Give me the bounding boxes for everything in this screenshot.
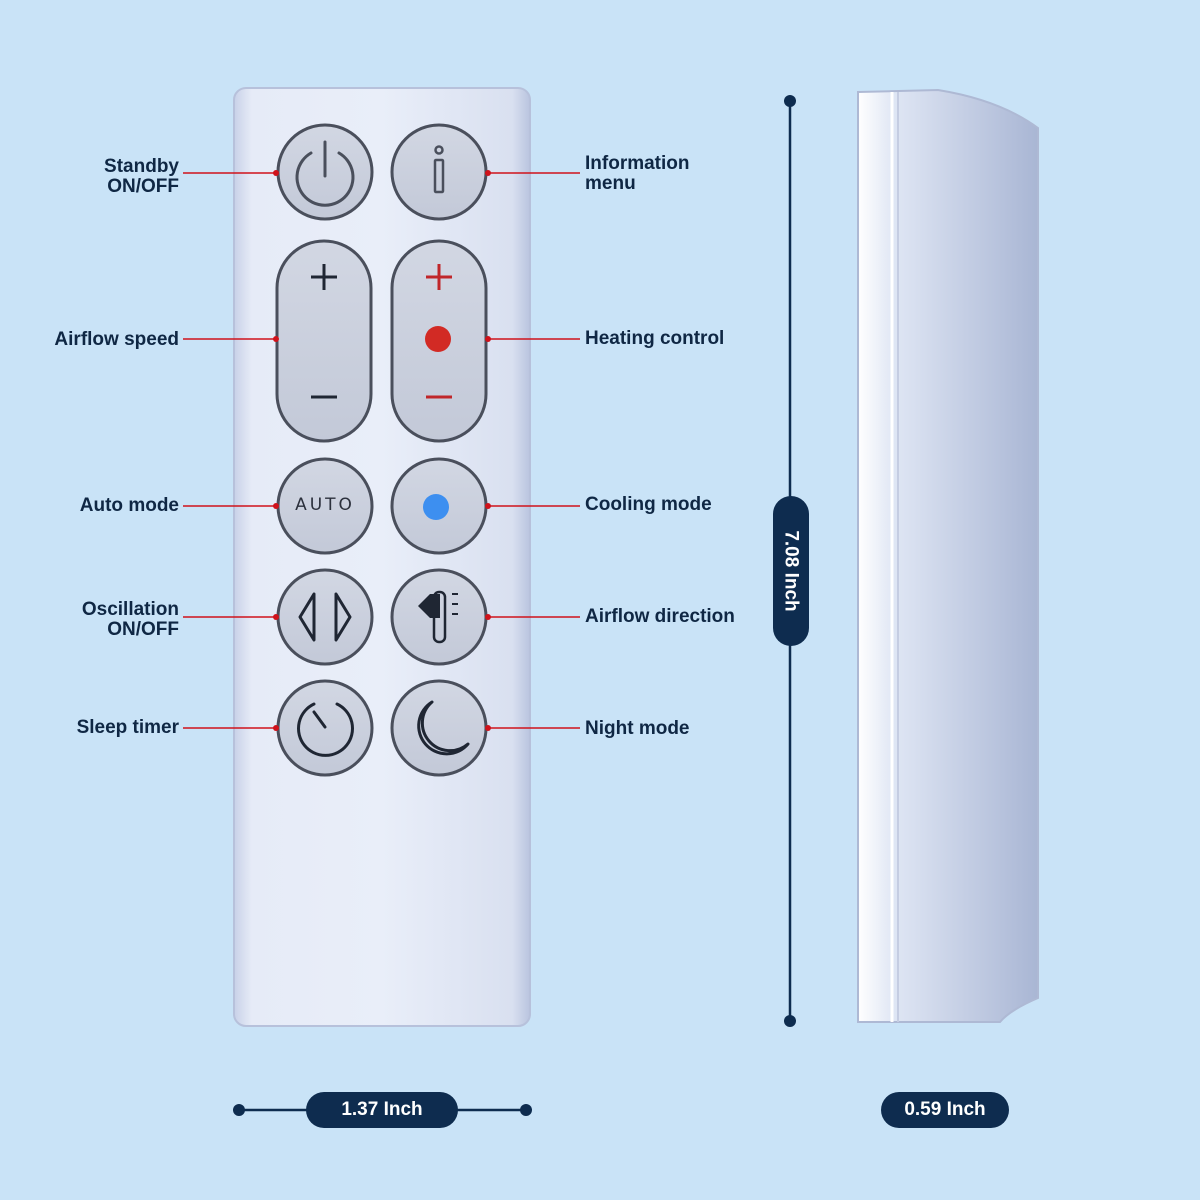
oscillation-button[interactable] <box>276 568 374 666</box>
depth-dimension-badge: 0.59 Inch <box>881 1092 1009 1128</box>
timer-icon <box>297 702 354 757</box>
label-airflow-speed: Airflow speed <box>54 329 179 350</box>
remote-front <box>233 87 531 1027</box>
label-night-mode: Night mode <box>585 718 690 739</box>
callout-lines <box>183 172 580 729</box>
auto-button-text: AUTO <box>295 495 355 515</box>
label-airflow-direction: Airflow direction <box>585 606 735 627</box>
heat-dot-icon <box>425 326 451 352</box>
cool-dot-icon <box>423 494 449 520</box>
plus-icon <box>311 264 337 290</box>
height-dimension-badge: 7.08 Inch <box>773 496 809 646</box>
info-button[interactable] <box>390 123 488 221</box>
night-mode-button[interactable] <box>390 679 488 777</box>
moon-icon <box>417 700 470 756</box>
heat-plus-icon <box>426 264 452 290</box>
label-sleep-timer: Sleep timer <box>76 717 179 738</box>
oscillation-icon <box>298 592 352 642</box>
label-oscillation: Oscillation ON/OFF <box>81 599 179 640</box>
width-dimension-badge: 1.37 Inch <box>306 1092 458 1128</box>
label-cooling-mode: Cooling mode <box>585 494 712 515</box>
label-standby: Standby ON/OFF <box>104 156 179 197</box>
label-auto-mode: Auto mode <box>79 495 179 516</box>
remote-side <box>857 88 1039 1023</box>
callout-dots <box>273 170 491 731</box>
power-icon <box>295 140 355 207</box>
info-icon <box>433 145 445 194</box>
label-information-menu: Information menu <box>585 153 690 194</box>
airflow-direction-icon <box>418 590 458 644</box>
height-dimension-text: 7.08 Inch <box>781 530 803 612</box>
label-heating-control: Heating control <box>585 328 725 349</box>
